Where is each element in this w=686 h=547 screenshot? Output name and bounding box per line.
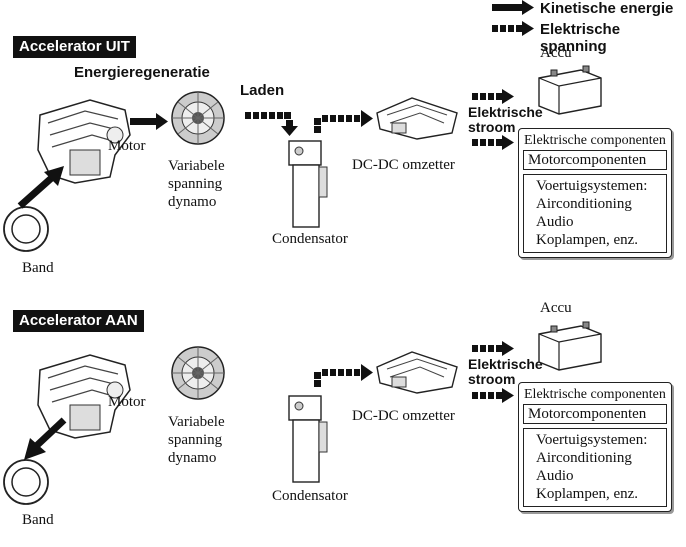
electric-arrow-icon (314, 110, 373, 133)
electrical-components-box: Elektrische componenten Motorcomponenten… (518, 382, 672, 512)
electric-current-label: Elektrische (468, 104, 543, 120)
motor-components-label: Motorcomponenten (528, 406, 647, 422)
battery-icon (538, 321, 602, 371)
vehicle-systems-box: Voertuigsystemen: Airconditioning Audio … (523, 428, 667, 507)
dynamo-label: dynamo (168, 450, 217, 466)
dynamo-icon (171, 91, 225, 145)
dynamo-label: Variabele (168, 158, 225, 174)
electric-current-label: Elektrische (468, 356, 543, 372)
electric-arrow-icon (314, 364, 373, 387)
panel-title-accelerator-off: Accelerator UIT (13, 36, 136, 58)
electric-arrow-icon (472, 89, 514, 104)
components-header: Elektrische componenten (524, 387, 666, 402)
belt-pulley-icon (3, 206, 49, 252)
engine-icon (37, 99, 131, 184)
dcdc-label: DC-DC omzetter (352, 408, 455, 424)
electric-current-label: stroom (468, 119, 516, 135)
battery-label: Accu (540, 45, 572, 61)
electric-arrow-icon (472, 341, 514, 356)
condenser-label: Condensator (272, 231, 348, 247)
dcdc-converter-icon (376, 351, 458, 394)
regen-label: Energieregeneratie (74, 64, 210, 81)
belt-label: Band (22, 512, 54, 528)
battery-label: Accu (540, 300, 572, 316)
motor-components-box: Motorcomponenten (523, 150, 667, 170)
condenser-icon (288, 140, 328, 228)
dynamo-icon (171, 346, 225, 400)
dcdc-label: DC-DC omzetter (352, 157, 455, 173)
dynamo-label: spanning (168, 432, 223, 448)
kinetic-arrow-icon (17, 166, 64, 209)
components-header: Elektrische componenten (524, 133, 666, 148)
electric-arrow-icon (245, 112, 298, 136)
vehicle-system-item: Koplampen, enz. (536, 232, 639, 248)
motor-components-box: Motorcomponenten (523, 404, 667, 424)
vehicle-system-item: Koplampen, enz. (536, 486, 639, 502)
vehicle-systems-label: Voertuigsystemen: (536, 432, 648, 448)
vehicle-system-item: Audio (536, 468, 574, 484)
vehicle-system-item: Airconditioning (536, 196, 632, 212)
condenser-icon (288, 395, 328, 483)
battery-icon (538, 65, 602, 115)
dynamo-label: spanning (168, 176, 223, 192)
legend-kinetic-label: Kinetische energie (540, 0, 674, 17)
belt-pulley-icon (3, 459, 49, 505)
electric-current-label: stroom (468, 371, 516, 387)
kinetic-arrow-icon (130, 113, 168, 130)
dcdc-converter-icon (376, 97, 458, 140)
motor-label: Motor (108, 138, 146, 154)
motor-label: Motor (108, 394, 146, 410)
electrical-components-box: Elektrische componenten Motorcomponenten… (518, 128, 672, 258)
charge-label: Laden (240, 82, 285, 99)
engine-icon (37, 354, 131, 439)
electric-arrow-icon (472, 135, 514, 150)
kinetic-arrow-icon (24, 417, 67, 460)
belt-label: Band (22, 260, 54, 276)
motor-components-label: Motorcomponenten (528, 152, 647, 168)
legend-electric-label: Elektrische spanning (540, 21, 621, 55)
electric-arrow-icon (472, 388, 514, 403)
dynamo-label: Variabele (168, 414, 225, 430)
vehicle-system-item: Airconditioning (536, 450, 632, 466)
condenser-label: Condensator (272, 488, 348, 504)
dynamo-label: dynamo (168, 194, 217, 210)
vehicle-system-item: Audio (536, 214, 574, 230)
panel-title-accelerator-on: Accelerator AAN (13, 310, 144, 332)
vehicle-systems-box: Voertuigsystemen: Airconditioning Audio … (523, 174, 667, 253)
vehicle-systems-label: Voertuigsystemen: (536, 178, 648, 194)
